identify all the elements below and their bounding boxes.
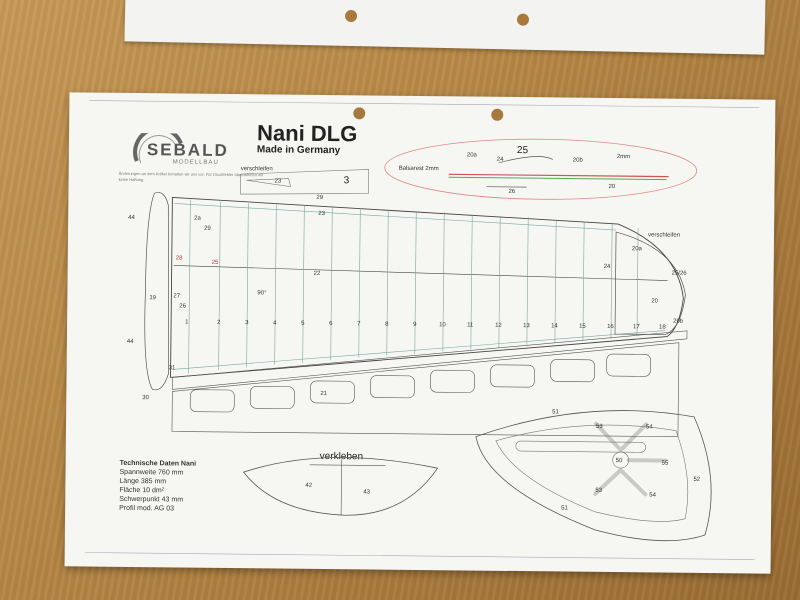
label-25-wing: 25 — [212, 260, 219, 266]
profile-section: Balsarest 2mm 20a 24 25 20b 2mm 26 20 — [384, 138, 698, 200]
label-28: 28 — [176, 255, 183, 261]
label-verschleifen-right: verschleifen — [648, 232, 680, 238]
label-44-top: 44 — [128, 215, 135, 221]
label-24-wing: 24 — [604, 264, 611, 270]
label-2a: 2a — [194, 216, 201, 222]
label-30: 30 — [142, 395, 149, 401]
label-25-profile: 25 — [517, 145, 529, 156]
label-26-wing: 26 — [179, 303, 186, 309]
rib-number: 5 — [301, 321, 305, 327]
wing-plan: 44 2a 29 23 28 25 22 19 27 26 90° 44 31 … — [127, 192, 688, 438]
label-20-profile: 20 — [609, 184, 616, 190]
rib-number: 8 — [385, 322, 389, 328]
plan-drawing: verschleifen 23 3 29 Balsarest 2mm 20a 2… — [84, 100, 760, 560]
rib-number: 13 — [523, 323, 530, 329]
label-51-bottom: 51 — [561, 505, 568, 511]
label-20-wing: 20 — [651, 298, 658, 304]
part-3-sketch: verschleifen 23 3 29 — [240, 166, 370, 201]
rib-number: 9 — [413, 322, 417, 328]
label-27: 27 — [173, 293, 180, 299]
rib-number: 6 — [329, 321, 333, 327]
label-55: 55 — [662, 461, 669, 467]
label-23: 23 — [275, 178, 282, 184]
label-balsarest: Balsarest 2mm — [399, 166, 439, 172]
label-26-profile: 26 — [508, 189, 515, 195]
label-23-wing: 23 — [318, 211, 325, 217]
label-29: 29 — [316, 195, 323, 201]
label-20b-wing: 20b — [673, 319, 684, 325]
label-3: 3 — [344, 175, 350, 186]
label-2mm: 2mm — [617, 154, 630, 160]
label-53-top: 53 — [596, 424, 603, 430]
rib-number: 16 — [607, 324, 614, 330]
label-42: 42 — [305, 483, 312, 489]
label-20b-profile: 20b — [573, 158, 584, 164]
rib-number: 7 — [357, 321, 361, 327]
label-22: 22 — [314, 271, 321, 277]
label-31: 31 — [169, 365, 176, 371]
rib-number: 2 — [217, 320, 221, 326]
punch-hole — [344, 9, 358, 23]
rib-number: 10 — [439, 322, 446, 328]
label-54-bottom: 54 — [649, 492, 656, 498]
rib-number: 18 — [659, 325, 666, 331]
label-20a-wing: 20a — [632, 246, 643, 252]
rib-number: 15 — [579, 324, 586, 330]
label-52: 52 — [693, 477, 700, 483]
punch-hole — [516, 13, 530, 26]
label-51-top: 51 — [552, 409, 559, 415]
label-29-wing: 29 — [204, 226, 211, 232]
label-54-top: 54 — [646, 424, 653, 430]
label-19: 19 — [149, 295, 156, 301]
label-53-bottom: 53 — [595, 488, 602, 494]
label-21: 21 — [320, 391, 327, 397]
sebald-logo-icon — [133, 132, 183, 164]
label-20a-profile: 20a — [467, 152, 478, 158]
verkleben-part: verkleben 42 43 — [242, 451, 439, 516]
label-verkleben: verkleben — [320, 451, 363, 462]
label-90deg: 90° — [257, 290, 267, 296]
plan-sheet: SEBALD MODELLBAU Nani DLG Made in German… — [64, 92, 776, 574]
label-44-bottom: 44 — [127, 339, 134, 345]
rib-number: 14 — [551, 323, 558, 329]
label-50: 50 — [616, 458, 623, 464]
rib-number: 12 — [495, 323, 502, 329]
rib-number: 1 — [185, 320, 189, 326]
label-verschleifen-top: verschleifen — [241, 166, 273, 172]
label-24-profile: 24 — [497, 157, 504, 163]
rib-number: 4 — [273, 320, 277, 326]
label-25-26: 25/26 — [672, 271, 688, 277]
fuselage-pod: 51 53 54 50 55 53 54 52 51 — [475, 409, 712, 542]
label-43: 43 — [363, 489, 370, 495]
rib-number: 11 — [467, 322, 474, 328]
rib-number: 17 — [633, 324, 640, 330]
rib-number: 3 — [245, 320, 249, 326]
